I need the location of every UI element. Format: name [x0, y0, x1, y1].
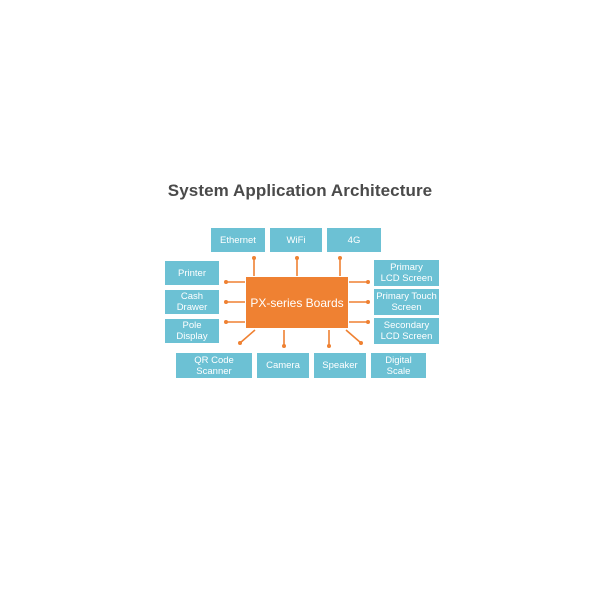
connector-wifi-dot [295, 256, 299, 260]
connector-speaker-dot [327, 344, 331, 348]
node-primary-lcd-screen: Primary LCD Screen [374, 260, 439, 286]
node-speaker: Speaker [314, 353, 366, 378]
center-px-series-boards: PX-series Boards [246, 277, 348, 328]
node-cash-drawer-label: Cash Drawer [176, 291, 208, 313]
node-pole-display: Pole Display [165, 319, 219, 343]
connector-primary-lcd-dot [366, 280, 370, 284]
node-wifi: WiFi [270, 228, 322, 252]
node-ethernet-label: Ethernet [220, 234, 256, 246]
connector-4g-dot [338, 256, 342, 260]
connector-camera-dot [282, 344, 286, 348]
node-primary-touch-screen: Primary Touch Screen [374, 289, 439, 315]
connector-digital-scale-dot [359, 341, 363, 345]
connector-primary-touch-dot [366, 300, 370, 304]
node-wifi-label: WiFi [286, 234, 306, 246]
node-4g-label: 4G [347, 234, 361, 246]
connector-cash-drawer-dot [224, 300, 228, 304]
node-printer: Printer [165, 261, 219, 285]
node-secondary-lcd-screen-label: Secondary LCD Screen [380, 320, 433, 342]
node-secondary-lcd-screen: Secondary LCD Screen [374, 318, 439, 344]
connector-qr-scanner-dot [238, 341, 242, 345]
node-digital-scale: Digital Scale [371, 353, 426, 378]
diagram-title: System Application Architecture [167, 181, 433, 200]
node-primary-touch-screen-label: Primary Touch Screen [376, 291, 437, 313]
node-digital-scale-label: Digital Scale [385, 354, 412, 377]
node-4g: 4G [327, 228, 381, 252]
node-qr-code-scanner-label: QR Code Scanner [194, 354, 234, 377]
node-ethernet: Ethernet [211, 228, 265, 252]
node-cash-drawer: Cash Drawer [165, 290, 219, 314]
connector-secondary-lcd-dot [366, 320, 370, 324]
node-camera: Camera [257, 353, 309, 378]
connector-ethernet-dot [252, 256, 256, 260]
connector-printer-dot [224, 280, 228, 284]
center-label: PX-series Boards [250, 295, 344, 310]
node-camera-label: Camera [266, 360, 300, 371]
node-speaker-label: Speaker [322, 360, 358, 371]
node-qr-code-scanner: QR Code Scanner [176, 353, 252, 378]
node-primary-lcd-screen-label: Primary LCD Screen [380, 262, 433, 284]
connector-digital-scale [345, 329, 362, 344]
connector-qr-scanner [239, 329, 256, 344]
connector-pole-display-dot [224, 320, 228, 324]
node-pole-display-label: Pole Display [176, 320, 208, 342]
node-printer-label: Printer [178, 267, 206, 279]
